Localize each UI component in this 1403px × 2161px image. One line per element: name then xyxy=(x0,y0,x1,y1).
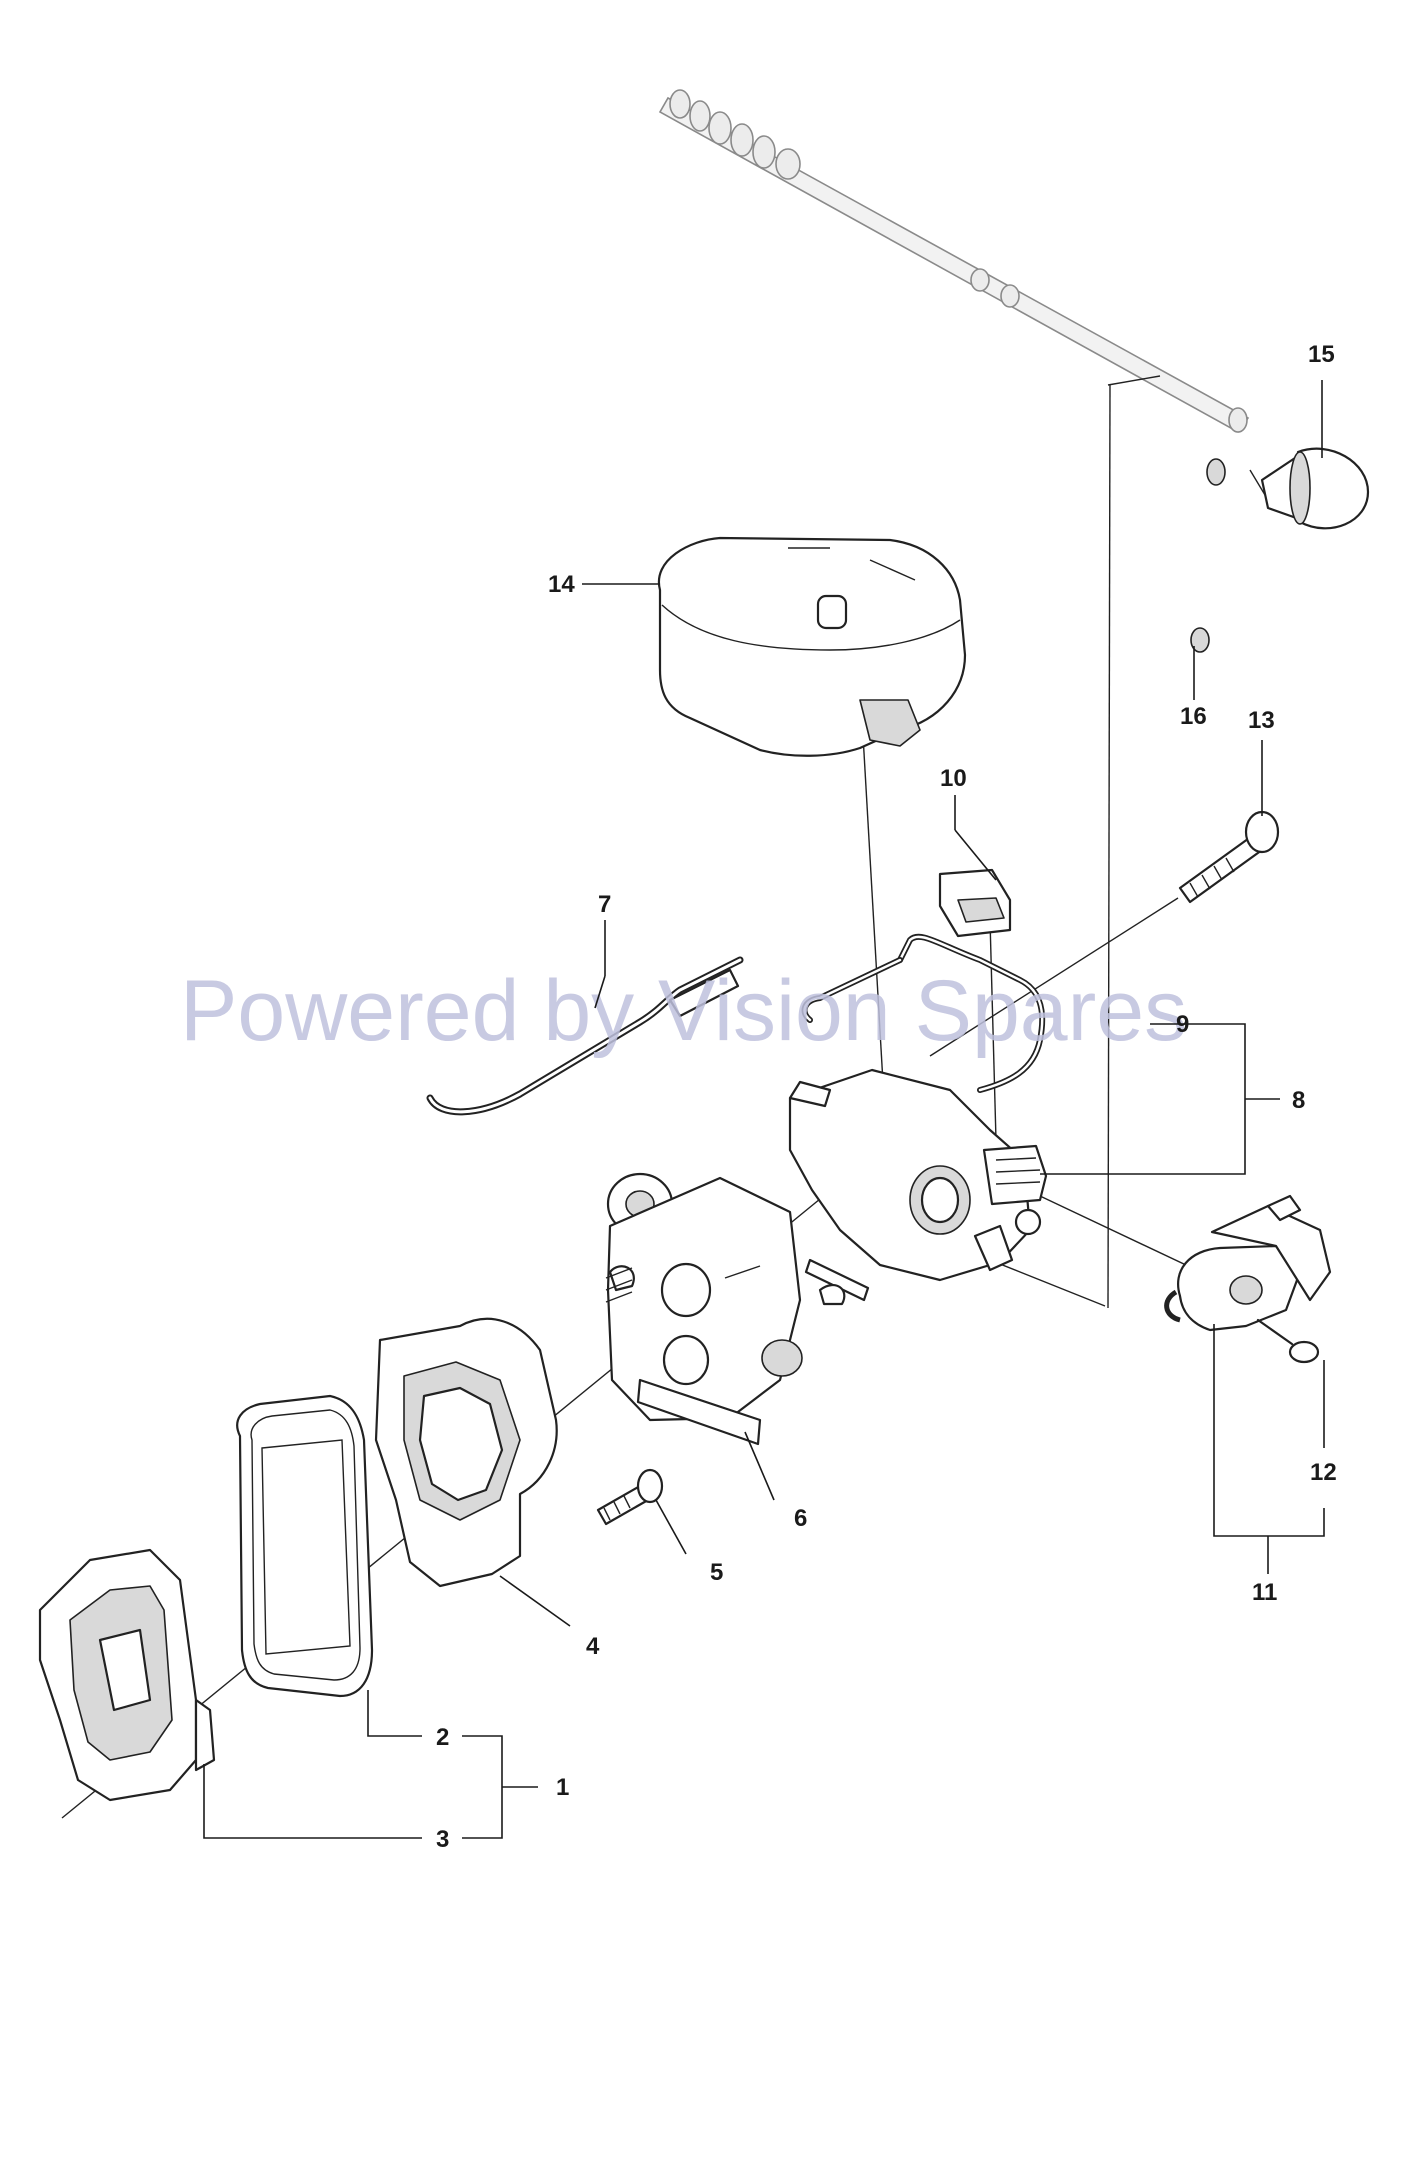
choke-screw xyxy=(1256,1318,1320,1364)
air-filter-element xyxy=(236,1394,374,1698)
callout-7: 7 xyxy=(598,891,611,918)
callout-8: 8 xyxy=(1292,1087,1305,1114)
callout-1: 1 xyxy=(556,1774,569,1801)
callout-6: 6 xyxy=(794,1505,807,1532)
air-filter-base xyxy=(38,1548,216,1802)
callout-2: 2 xyxy=(436,1724,449,1751)
callout-15: 15 xyxy=(1308,341,1335,368)
primer-bulb xyxy=(1249,447,1370,530)
intake-flange xyxy=(374,1317,558,1588)
callout-9: 9 xyxy=(1176,1011,1189,1038)
choke-lever-assembly xyxy=(1164,1194,1332,1332)
callout-5: 5 xyxy=(710,1559,723,1586)
callout-11: 11 xyxy=(1252,1579,1277,1606)
watermark-text: Powered by Vision Spares xyxy=(180,963,1187,1059)
wire-clip xyxy=(938,868,1012,938)
throttle-rod xyxy=(801,933,1046,1093)
leader-lines xyxy=(203,380,1325,1839)
callout-16: 16 xyxy=(1180,703,1207,730)
choke-rod xyxy=(426,956,744,1116)
throttle-cable-ghost xyxy=(658,89,1250,434)
carburetor-adapter xyxy=(788,1068,1048,1282)
callout-3: 3 xyxy=(436,1826,449,1853)
callout-13: 13 xyxy=(1248,707,1275,734)
callout-10: 10 xyxy=(940,765,967,792)
callout-4: 4 xyxy=(586,1633,600,1660)
adapter-screw xyxy=(596,1468,664,1526)
fuel-return-hose xyxy=(1143,458,1226,653)
carburetor-bolt xyxy=(1178,810,1280,904)
air-filter-cover xyxy=(657,536,967,757)
callout-14: 14 xyxy=(548,571,575,598)
callout-numbers: 1 2 3 4 5 6 7 8 9 10 11 12 13 14 15 16 xyxy=(436,341,1337,1853)
carburetor xyxy=(605,1172,870,1446)
callout-12: 12 xyxy=(1310,1459,1337,1486)
